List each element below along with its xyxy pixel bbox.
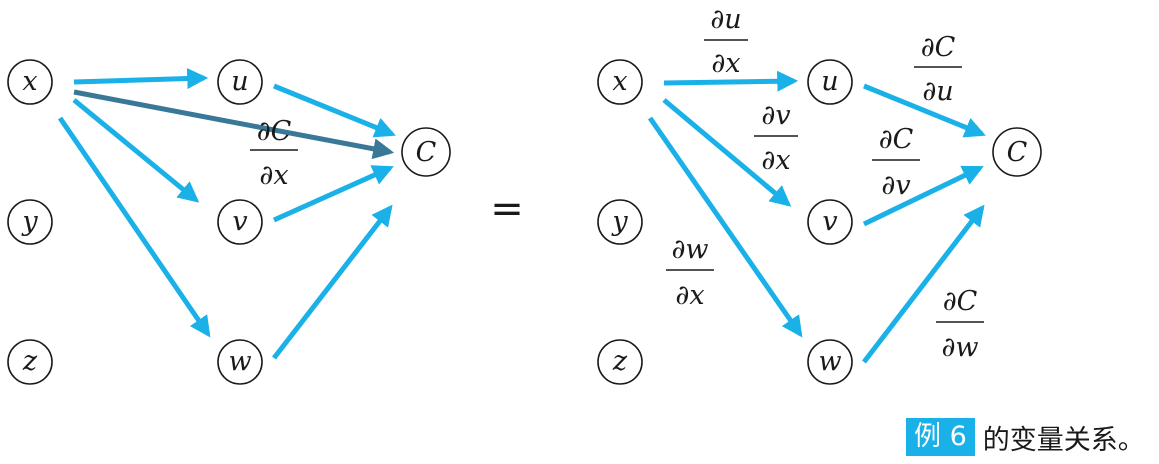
right-node-u: u: [807, 59, 853, 105]
right-node-v: v: [807, 199, 853, 245]
right-node-x: x: [597, 59, 643, 105]
left-edge-x-v: [72, 98, 200, 203]
right-label-dC-du-numerator: ∂C: [921, 32, 956, 63]
right-label-dC-dw-denominator: ∂w: [941, 332, 978, 363]
left-label-dC-dx: ∂C ∂x: [250, 116, 298, 191]
right-edge-x-w: [647, 116, 803, 338]
right-label-dv-dx: ∂v ∂x: [754, 100, 798, 176]
right-label-du-dx-denominator: ∂x: [711, 48, 740, 79]
left-node-z: z: [7, 339, 53, 385]
left-edge-x-w: [57, 116, 211, 338]
equals-sign: =: [490, 186, 524, 232]
left-node-v-label: v: [232, 206, 247, 237]
right-label-dC-dv-numerator: ∂C: [879, 124, 914, 155]
left-edge-x-C-direct: [73, 89, 395, 160]
caption-text: 的变量关系。: [982, 424, 1145, 456]
right-label-dw-dx-denominator: ∂x: [675, 280, 704, 311]
right-node-w: w: [807, 339, 853, 385]
right-node-y: y: [597, 199, 643, 245]
right-label-dC-du: ∂C ∂u: [914, 32, 962, 107]
left-node-x: x: [7, 59, 53, 105]
left-edge-x-u: [73, 68, 209, 90]
example-tag: 例 6: [906, 418, 975, 456]
right-node-y-label: y: [611, 206, 628, 237]
left-node-w-label: w: [228, 346, 251, 377]
right-label-dv-dx-numerator: ∂v: [761, 100, 790, 131]
left-node-x-label: x: [22, 66, 37, 97]
right-node-C: C: [992, 127, 1042, 177]
left-node-u: u: [217, 59, 263, 105]
right-label-dw-dx-numerator: ∂w: [671, 234, 708, 265]
left-node-w: w: [217, 339, 263, 385]
left-node-u-label: u: [231, 66, 248, 97]
figure-caption: 例 6 的变量关系。: [906, 416, 1145, 458]
left-node-C: C: [401, 127, 451, 177]
right-label-dC-du-denominator: ∂u: [922, 76, 953, 107]
right-label-du-dx-numerator: ∂u: [710, 4, 741, 35]
right-diagram: x y z u v w C ∂u ∂x: [597, 4, 1042, 385]
left-node-y: y: [7, 199, 53, 245]
right-node-C-label: C: [1007, 137, 1028, 168]
right-node-w-label: w: [818, 346, 841, 377]
right-edge-w-C: [862, 204, 985, 364]
right-edge-u-C: [863, 83, 986, 138]
left-diagram: x y z u v w C ∂C ∂x: [7, 59, 451, 385]
left-node-C-label: C: [416, 137, 437, 168]
left-node-v: v: [217, 199, 263, 245]
right-label-dC-dw-numerator: ∂C: [943, 286, 978, 317]
right-label-du-dx: ∂u ∂x: [704, 4, 748, 79]
right-label-dw-dx: ∂w ∂x: [666, 234, 714, 311]
right-node-x-label: x: [612, 66, 627, 97]
right-label-dC-dv: ∂C ∂v: [872, 124, 920, 201]
left-edges: [57, 68, 396, 360]
right-edge-v-C: [862, 165, 984, 227]
right-edges: [647, 70, 986, 364]
right-label-dC-dw: ∂C ∂w: [936, 286, 984, 363]
right-edge-x-u: [663, 70, 799, 92]
right-node-z: z: [597, 339, 643, 385]
left-label-dC-dx-denominator: ∂x: [259, 160, 288, 191]
right-node-u-label: u: [821, 66, 838, 97]
left-node-y-label: y: [21, 206, 38, 237]
right-label-dv-dx-denominator: ∂x: [761, 145, 790, 176]
left-edge-u-C: [273, 83, 396, 138]
left-label-dC-dx-numerator: ∂C: [257, 116, 292, 147]
right-node-z-label: z: [612, 346, 628, 377]
left-edge-v-C: [272, 165, 394, 223]
right-edge-x-v: [662, 98, 792, 207]
right-label-dC-dv-denominator: ∂v: [881, 170, 910, 201]
left-edge-w-C: [272, 204, 393, 360]
left-node-z-label: z: [22, 346, 38, 377]
right-node-v-label: v: [822, 206, 837, 237]
